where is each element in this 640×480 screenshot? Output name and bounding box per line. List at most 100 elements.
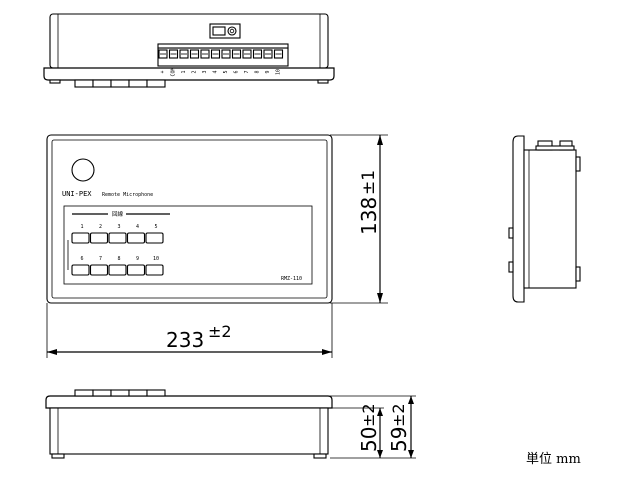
depth-body-arrow-top	[377, 408, 383, 416]
terminal-block	[157, 43, 289, 67]
top-row-key-label: 4	[136, 224, 139, 230]
bottom-view-body	[49, 407, 329, 455]
terminal-screw	[252, 49, 263, 59]
bottom-view-keys	[74, 389, 166, 397]
channel-key-10[interactable]	[145, 264, 164, 276]
bottom-row-key-label: 9	[136, 256, 139, 262]
terminal-block-top	[157, 43, 289, 49]
top-view-base	[43, 67, 335, 81]
bottom-view-lip	[45, 395, 333, 409]
dc-jack-socket	[227, 26, 237, 36]
side-view-foot	[575, 156, 581, 172]
depth-total-tolerance: ±2	[389, 403, 408, 427]
width-arrow-right	[322, 349, 332, 355]
front-panel	[46, 134, 333, 304]
width-arrow-left	[47, 349, 57, 355]
group-label: 回線	[112, 210, 124, 218]
width-dimension-value: 233	[166, 328, 204, 352]
top-view-foot-left	[49, 79, 61, 84]
width-dimension-tolerance: ±2	[208, 322, 232, 341]
top-row-key-label: 5	[154, 224, 157, 230]
bottom-view-key	[128, 389, 148, 397]
depth-body-tolerance: ±2	[359, 403, 378, 427]
dc-jack-pin	[229, 28, 235, 34]
channel-key-7[interactable]	[89, 264, 109, 276]
channel-key-1[interactable]	[71, 232, 90, 244]
terminal-label: COM	[171, 67, 177, 76]
terminal-screw	[273, 49, 284, 59]
top-view-key	[128, 79, 148, 88]
channel-key-2[interactable]	[89, 232, 109, 244]
top-view-keys	[74, 79, 166, 88]
top-row-key-label: 3	[117, 224, 120, 230]
terminal-label: 3	[202, 70, 208, 73]
terminal-screw	[242, 49, 252, 59]
depth-body-text-group: 50 ±2	[357, 403, 381, 452]
bottom-view-key	[110, 389, 130, 397]
height-dimension-tolerance: ±1	[359, 170, 379, 195]
height-dimension-value: 138	[357, 197, 381, 235]
bottom-row-key-label: 10	[153, 256, 159, 262]
height-arrow-bottom	[377, 293, 383, 303]
bottom-row-key-label: 7	[99, 256, 102, 262]
bottom-view-foot	[51, 453, 65, 459]
bottom-row-key-label: 6	[80, 256, 83, 262]
terminal-label: 6	[234, 70, 240, 73]
terminal-label: 1	[181, 70, 187, 73]
depth-total-arrow-bottom	[408, 450, 414, 458]
terminal-label: 4	[213, 70, 219, 73]
key-area	[63, 205, 313, 285]
side-view-key-edge	[508, 227, 514, 239]
top-view-key	[92, 79, 112, 88]
terminal-label: 9	[265, 70, 271, 73]
terminal-screw	[189, 49, 200, 59]
terminal-label: +	[160, 70, 166, 73]
channel-key-4[interactable]	[126, 232, 146, 244]
top-view-key	[110, 79, 130, 88]
terminal-screw	[200, 49, 210, 59]
terminal-screw	[221, 49, 231, 59]
top-view-foot-right	[317, 79, 329, 84]
channel-key-3[interactable]	[108, 232, 127, 244]
channel-key-9[interactable]	[126, 264, 146, 276]
channel-key-5[interactable]	[145, 232, 164, 244]
terminal-label: 2	[192, 70, 198, 73]
depth-body-arrow-bottom	[377, 450, 383, 458]
microphone-grille-icon	[71, 158, 95, 182]
bottom-view: 50 ±2 59 ±2	[45, 389, 416, 459]
depth-body-value: 50	[357, 427, 381, 452]
terminal-screw	[158, 49, 168, 59]
unit-label: 単位 mm	[526, 451, 581, 467]
bottom-view-key	[74, 389, 94, 397]
channel-key-6[interactable]	[71, 264, 90, 276]
dc-jack-slot	[212, 26, 226, 36]
terminal-screw	[210, 49, 221, 59]
top-view-key	[146, 79, 166, 88]
side-view-foot	[575, 266, 581, 282]
terminal-label: 5	[223, 70, 229, 73]
depth-total-arrow-top	[408, 396, 414, 404]
channel-key-8[interactable]	[108, 264, 127, 276]
side-view-connector-base	[535, 145, 575, 151]
height-dimension-text-group: 138 ±1	[357, 170, 381, 235]
brand-label: UNI-PEX	[62, 190, 92, 198]
bottom-view-key	[146, 389, 166, 397]
terminal-screw	[168, 49, 179, 59]
side-view	[508, 135, 581, 303]
model-label: RMZ-110	[281, 276, 302, 282]
side-view-key-edge-2	[508, 261, 514, 273]
terminal-screws	[158, 49, 284, 59]
bottom-view-key	[92, 389, 112, 397]
terminal-label: 8	[255, 70, 261, 73]
top-row-key-label: 1	[80, 224, 83, 230]
side-view-body	[523, 149, 577, 289]
depth-total-value: 59	[387, 427, 411, 452]
terminal-screw	[231, 49, 242, 59]
bottom-view-foot	[313, 453, 327, 459]
top-view-key	[74, 79, 94, 88]
